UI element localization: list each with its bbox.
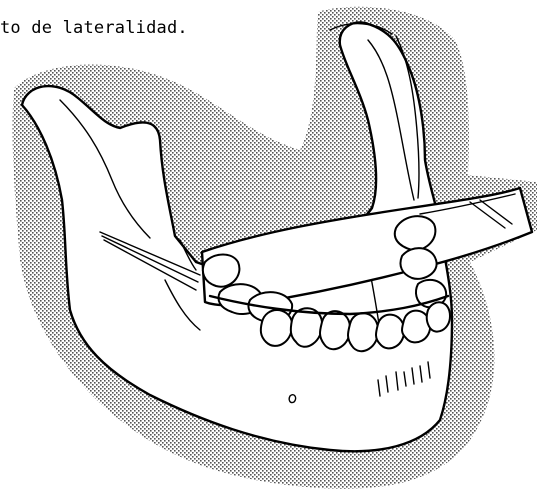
upper-molar-1 (395, 216, 436, 250)
molar-1 (203, 255, 240, 287)
caption-text: to de lateralidad. (0, 18, 188, 38)
upper-molar-2 (400, 248, 436, 279)
